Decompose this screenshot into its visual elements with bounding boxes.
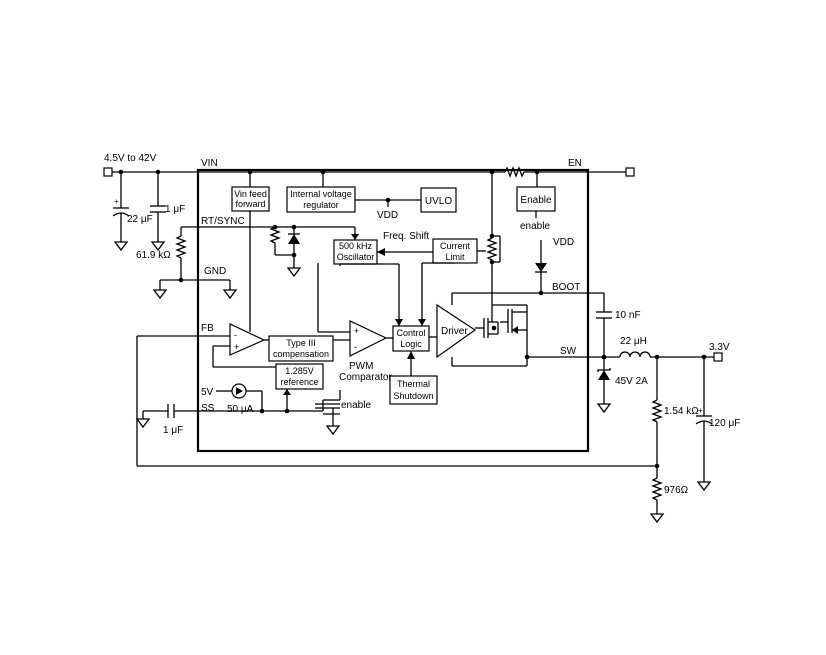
- c-ss-label: 1 μF: [163, 425, 183, 436]
- enable-block: [516, 186, 556, 212]
- freq-shift-label: Freq. Shift: [383, 231, 429, 242]
- ground-symbol: [135, 418, 151, 429]
- ref-line1: 1.285V: [285, 366, 314, 376]
- svg-text:+: +: [234, 342, 239, 352]
- en-terminal: [625, 167, 635, 177]
- svg-text:-: -: [354, 342, 357, 352]
- ivr-line1: Internal voltage: [290, 189, 352, 199]
- five-v-label: 5V: [201, 387, 214, 398]
- diode-rating-label: 45V 2A: [615, 376, 648, 387]
- feedback-resistor-top: [651, 399, 663, 423]
- ctrl-line2: Logic: [400, 339, 422, 349]
- ivr-line2: regulator: [303, 200, 339, 210]
- current-source-label: 50 μA: [227, 404, 254, 415]
- r-rt-label: 61.9 kΩ: [136, 250, 171, 261]
- vin-pin-label: VIN: [201, 158, 218, 169]
- driver-block: [436, 303, 477, 359]
- r-bottom-label: 976Ω: [664, 485, 689, 496]
- en-pullup-resistor: [504, 166, 525, 178]
- cl-line1: Current: [440, 241, 471, 251]
- input-capacitor-22uf: +: [112, 169, 130, 251]
- svg-text:+: +: [354, 326, 359, 336]
- vdd-label-regulator: VDD: [377, 210, 398, 221]
- output-inductor: [619, 351, 651, 358]
- c-in1-label: 22 μF: [127, 214, 153, 225]
- enable-output-label: enable: [520, 221, 550, 232]
- sw-pin-label: SW: [560, 346, 577, 357]
- osc-line2: Oscillator: [337, 252, 375, 262]
- uvlo-block: [420, 187, 457, 213]
- osc-line1: 500 kHz: [339, 241, 373, 251]
- vin-ff-line2: forward: [235, 199, 265, 209]
- r-top-label: 1.54 kΩ: [664, 406, 699, 417]
- ground-symbol: [222, 289, 238, 300]
- comp-line1: Type III: [286, 338, 316, 348]
- zener-diode-internal: [288, 234, 300, 244]
- c-boot-label: 10 nF: [615, 310, 641, 321]
- driver-label: Driver: [441, 326, 468, 337]
- input-capacitor-1uf: [150, 169, 166, 251]
- current-sense-resistor: [486, 237, 498, 261]
- vdd-label-boot: VDD: [553, 237, 574, 248]
- svg-text:+: +: [114, 197, 119, 206]
- enable-block-label: Enable: [520, 195, 552, 206]
- ctrl-line1: Control: [396, 328, 425, 338]
- enable-ss-label: enable: [341, 400, 371, 411]
- pwm-label-line2: Comparator: [339, 372, 392, 383]
- input-range-label: 4.5V to 42V: [104, 153, 157, 164]
- ss-pin-label: SS: [201, 403, 215, 414]
- pwm-label-line1: PWM: [349, 361, 373, 372]
- svg-text:-: -: [234, 330, 237, 340]
- c-out-label: 120 μF: [709, 418, 740, 429]
- cl-line2: Limit: [445, 252, 465, 262]
- ref-line2: reference: [280, 377, 318, 387]
- c-in2-label: 1 μF: [165, 204, 185, 215]
- boot-pin-label: BOOT: [552, 282, 580, 293]
- uvlo-label: UVLO: [425, 196, 452, 207]
- inductor-label: 22 μH: [620, 336, 647, 347]
- rt-sync-pin-label: RT/SYNC: [201, 216, 245, 227]
- ground-symbol: [596, 403, 612, 414]
- ts-line1: Thermal: [397, 379, 430, 389]
- output-voltage-label: 3.3V: [709, 342, 730, 353]
- reference-block: [275, 363, 324, 390]
- fb-pin-label: FB: [201, 323, 214, 334]
- ground-symbol: [649, 513, 665, 524]
- ground-symbol: [325, 425, 341, 436]
- internal-voltage-regulator-block: [286, 186, 356, 213]
- vin-feed-forward-block: [231, 186, 270, 212]
- pwm-comparator: [349, 320, 388, 357]
- rt-resistor: [175, 235, 187, 259]
- boot-diode: [535, 263, 547, 272]
- vin-ff-line1: Vin feed: [234, 189, 267, 199]
- error-amplifier: [229, 323, 266, 356]
- ground-symbol: [152, 289, 168, 300]
- schottky-catch-diode: [598, 370, 610, 380]
- feedback-resistor-bottom: [651, 477, 663, 501]
- svg-text:+: +: [698, 406, 703, 415]
- vin-terminal: [103, 167, 113, 177]
- comp-line2: compensation: [273, 349, 329, 359]
- gnd-pin-label: GND: [204, 266, 226, 277]
- oscillator-block: [333, 239, 378, 265]
- en-pin-label: EN: [568, 158, 582, 169]
- type-iii-compensation-block: [268, 335, 334, 362]
- thermal-shutdown-block: [389, 375, 438, 405]
- output-terminal: [713, 352, 723, 362]
- ground-symbol: [696, 481, 712, 492]
- ts-line2: Shutdown: [393, 391, 433, 401]
- ic-outline: [196, 168, 590, 453]
